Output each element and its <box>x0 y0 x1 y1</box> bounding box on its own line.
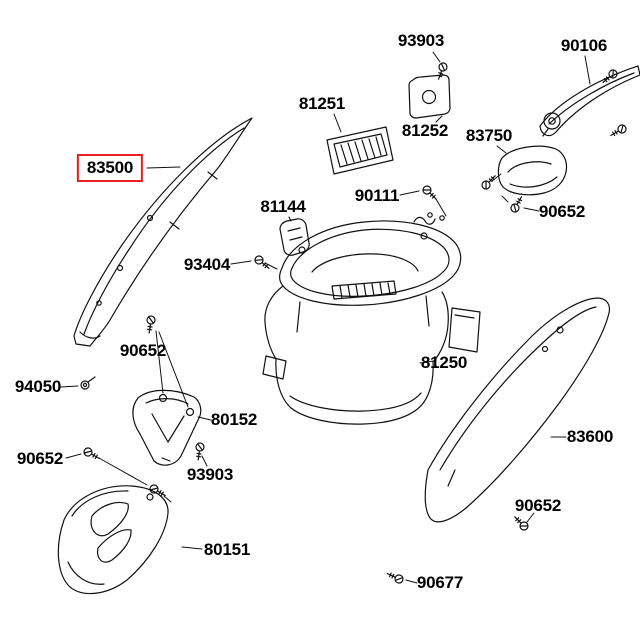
part-81251-vent <box>326 126 394 175</box>
part-80151-cover <box>57 485 169 595</box>
part-label-83500-highlighted[interactable]: 83500 <box>76 154 144 182</box>
part-90106-spoiler <box>539 65 640 137</box>
part-label-80152[interactable]: 80152 <box>210 410 258 429</box>
part-label-93404[interactable]: 93404 <box>183 255 231 274</box>
part-83750-cover <box>497 145 568 196</box>
part-label-93903-lower[interactable]: 93903 <box>186 465 234 484</box>
part-label-90652-right[interactable]: 90652 <box>538 202 586 221</box>
leader-lines <box>60 51 591 584</box>
part-81252-plate <box>408 74 451 119</box>
part-label-81251[interactable]: 81251 <box>298 94 346 113</box>
part-label-81252[interactable]: 81252 <box>401 121 449 140</box>
part-81250-bucket <box>262 212 481 425</box>
part-label-90106[interactable]: 90106 <box>560 36 608 55</box>
part-label-81250[interactable]: 81250 <box>420 353 468 372</box>
part-label-90111[interactable]: 90111 <box>354 186 400 205</box>
part-label-90652-bottom-right[interactable]: 90652 <box>514 496 562 515</box>
part-label-90652-mid[interactable]: 90652 <box>119 341 167 360</box>
part-label-81144[interactable]: 81144 <box>260 197 306 216</box>
part-label-90652-lower-left[interactable]: 90652 <box>16 449 64 468</box>
part-80152-panel <box>132 389 202 466</box>
part-label-83750[interactable]: 83750 <box>465 126 513 145</box>
part-83600-panel <box>424 297 611 523</box>
part-label-90677[interactable]: 90677 <box>416 573 464 592</box>
part-83500-fender <box>73 117 253 347</box>
part-label-83600[interactable]: 83600 <box>566 427 614 446</box>
part-label-94050[interactable]: 94050 <box>14 377 62 396</box>
part-label-93903-top[interactable]: 93903 <box>397 31 445 50</box>
part-94050-clip <box>80 376 96 390</box>
part-label-80151[interactable]: 80151 <box>203 540 251 559</box>
